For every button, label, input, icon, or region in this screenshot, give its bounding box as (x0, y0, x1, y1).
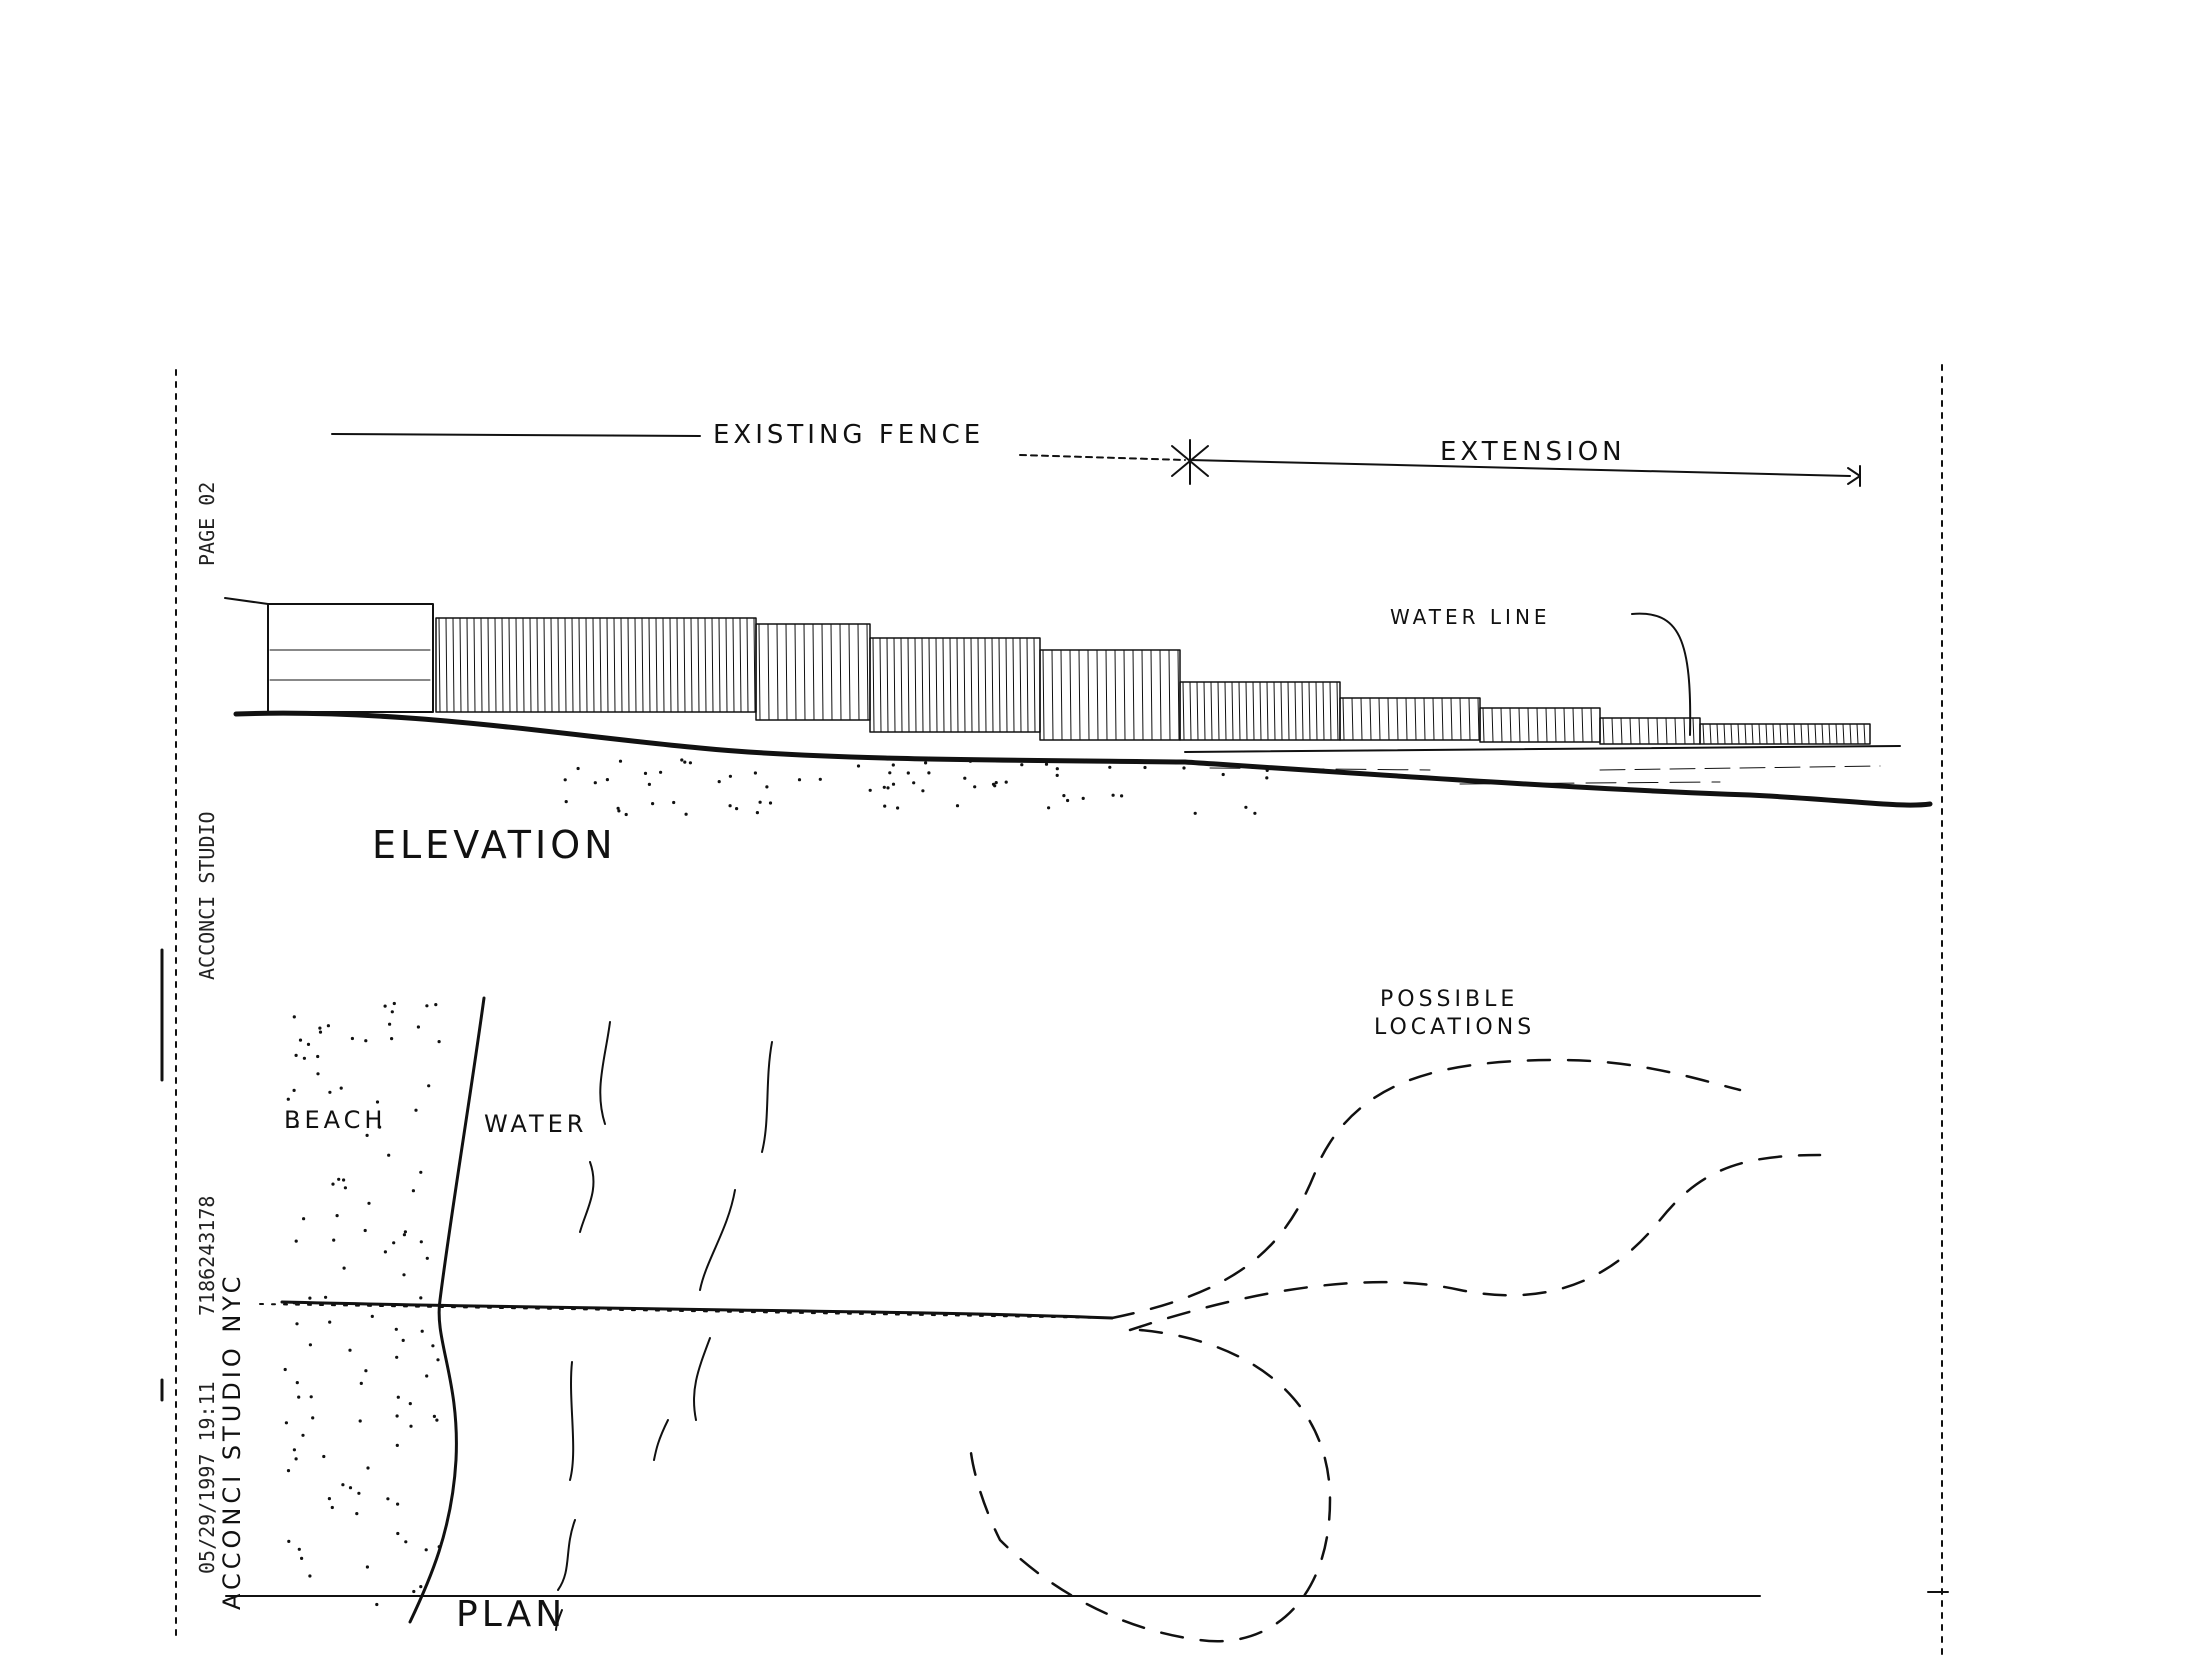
shoreline (408, 996, 486, 1624)
possible-location-upper (1110, 1058, 1742, 1320)
possible-label-line2: LOCATIONS (1374, 1015, 1535, 1040)
water-line-label: WATER LINE (1390, 605, 1551, 629)
beach-label: BEACH (284, 1106, 386, 1134)
plan-title: PLAN (456, 1594, 566, 1635)
possible-location-middle (1128, 1153, 1822, 1332)
plan-drawing (225, 996, 1822, 1643)
page-border-marks (160, 364, 1949, 1656)
water-line-leader (1631, 612, 1692, 736)
water-wave-1 (579, 1021, 611, 1233)
fence-plan-line (280, 1300, 1114, 1320)
elevation-title: ELEVATION (372, 823, 617, 867)
water-label: WATER (484, 1110, 587, 1138)
water-wave-4 (653, 1337, 711, 1461)
water-wave-3 (555, 1361, 576, 1631)
ground-line (233, 710, 1933, 808)
water-wave-2 (699, 1041, 773, 1291)
fax-page-number: PAGE 02 (195, 482, 219, 566)
fax-datetime: 05/29/1997 19:11 (195, 1381, 219, 1574)
dimension-line (331, 433, 1861, 487)
water-surface (1184, 745, 1901, 785)
studio-stamp: ACCONCI STUDIO NYC (218, 1273, 246, 1610)
sand-dots (563, 758, 1269, 817)
existing-fence-label: EXISTING FENCE (713, 420, 984, 450)
fence-elevation (224, 597, 1871, 745)
possible-label-line1: POSSIBLE (1380, 987, 1518, 1012)
fax-sender: ACCONCI STUDIO (195, 811, 219, 980)
fax-phone: 7186243178 (195, 1196, 219, 1316)
possible-location-lower (968, 1328, 1332, 1643)
extension-label: EXTENSION (1440, 437, 1626, 467)
beach-sand-dots (283, 1001, 441, 1607)
